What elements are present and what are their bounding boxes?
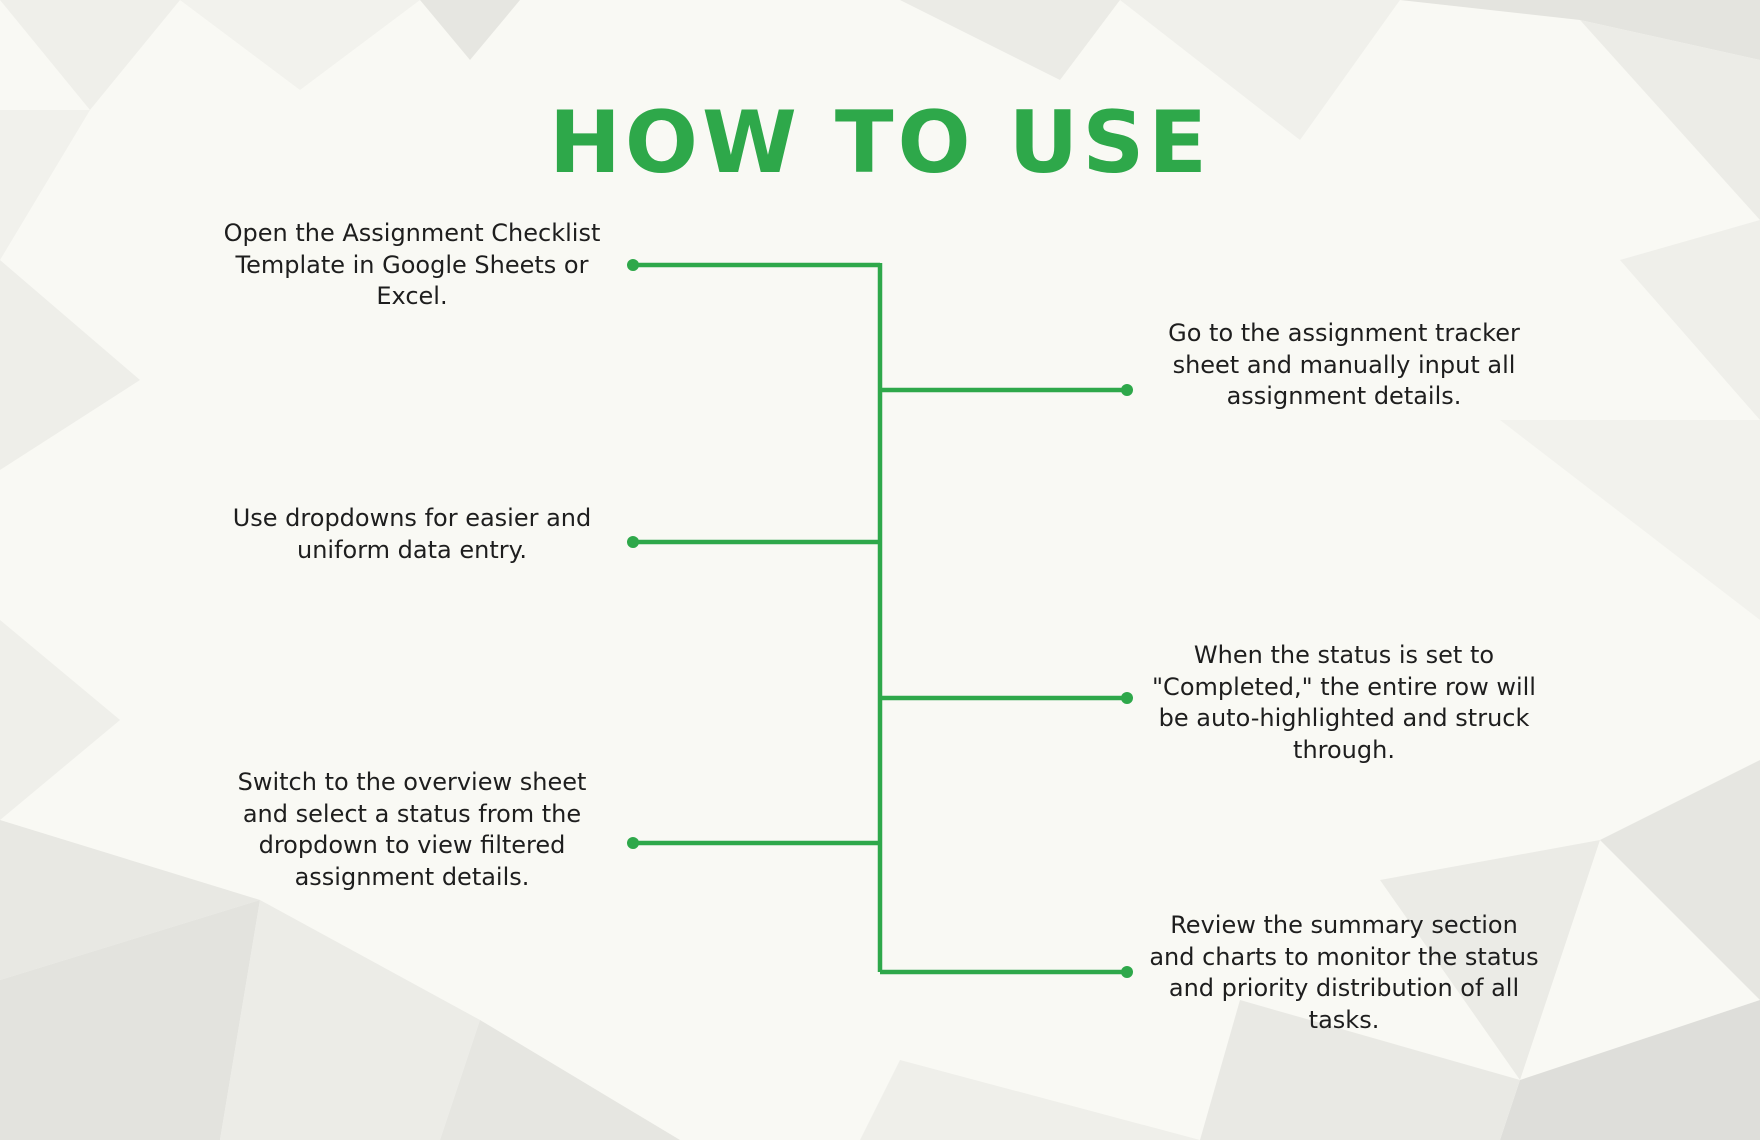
page-title: HOW TO USE	[548, 93, 1212, 193]
connector-dot	[627, 837, 639, 849]
connector-dot	[1121, 384, 1133, 396]
step-4-text: When the status is set to "Completed," t…	[1152, 641, 1536, 764]
step-2-text: Go to the assignment tracker sheet and m…	[1168, 319, 1520, 410]
step-3-text: Use dropdowns for easier and uniform dat…	[232, 504, 592, 564]
connector-dot	[1121, 692, 1133, 704]
step-5-text: Switch to the overview sheet and select …	[237, 768, 587, 891]
connector-dot	[1121, 966, 1133, 978]
step-6-text: Review the summary section and charts to…	[1149, 911, 1539, 1034]
connector-dot	[627, 536, 639, 548]
step-1-text: Open the Assignment Checklist Template i…	[223, 219, 601, 310]
connector-dot	[627, 259, 639, 271]
